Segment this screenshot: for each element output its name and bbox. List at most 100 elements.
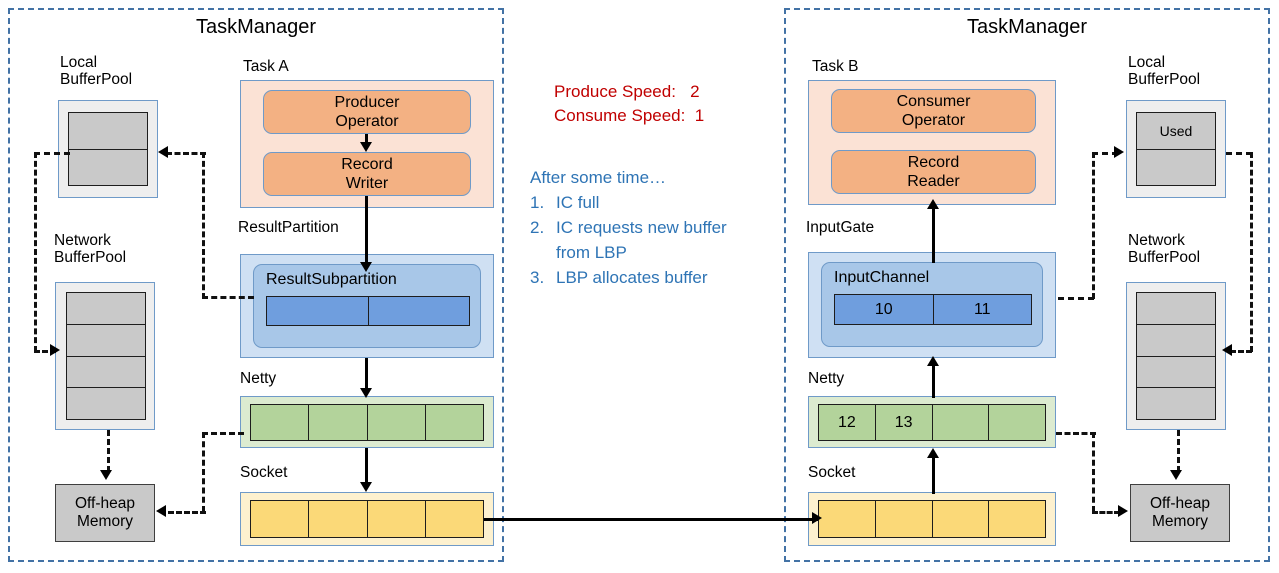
left-operator-to-writer-arrowhead — [360, 142, 372, 152]
note-item-text: IC requests new buffer from LBP — [556, 218, 727, 262]
right-lbp-to-nbp-riser — [1250, 152, 1253, 352]
right-input-channel-label: InputChannel — [834, 269, 930, 286]
right-ic-request-riser — [1092, 152, 1095, 299]
buffer-cell-used: Used — [1137, 113, 1215, 150]
right-inputchannel-to-reader-arrowhead — [927, 199, 939, 209]
network-transfer-arrowhead — [812, 512, 822, 524]
note-item: 3. LBP allocates buffer — [530, 265, 780, 290]
left-producer-operator-box: Producer Operator — [263, 90, 471, 134]
left-result-subpartition-label: ResultSubpartition — [266, 271, 397, 288]
left-result-subpartition-box: ResultSubpartition — [253, 264, 481, 348]
left-record-writer-box: Record Writer — [263, 152, 471, 196]
left-taskmanager-boundary: TaskManager — [8, 8, 504, 562]
buffer-cell — [67, 324, 145, 357]
right-lbp-request-arrowhead — [1114, 146, 1124, 158]
buffer-cell — [932, 405, 990, 440]
right-local-bufferpool-cells: Used — [1136, 112, 1216, 186]
right-network-bufferpool-cells — [1136, 292, 1216, 420]
buffer-cell — [367, 501, 426, 537]
left-result-partition-caption: ResultPartition — [238, 219, 339, 236]
right-off-heap-memory: Off-heap Memory — [1130, 484, 1230, 542]
left-netty-mem-bottom — [168, 511, 206, 514]
left-subpartition-to-netty-line — [365, 358, 368, 394]
right-ic-request-top — [1092, 152, 1118, 155]
left-operator-to-writer-line — [365, 134, 368, 143]
left-local-bufferpool-cells — [68, 112, 148, 186]
note-item: 1. IC full — [530, 190, 780, 215]
left-off-heap-memory: Off-heap Memory — [55, 484, 155, 542]
right-lbp-to-nbp-bottom — [1230, 350, 1252, 353]
buffer-cell — [1137, 149, 1215, 185]
left-lbp-allocate-arrowhead — [158, 146, 168, 158]
right-input-channel-cells: 10 11 — [834, 294, 1032, 325]
network-transfer-line — [484, 518, 818, 521]
speed-annotation: Produce Speed: 2 Consume Speed: 1 — [554, 82, 705, 125]
buffer-cell — [1137, 293, 1215, 325]
buffer-cell — [989, 501, 1045, 537]
buffer-cell — [309, 501, 368, 537]
right-ic-request-bottom — [1058, 297, 1094, 300]
left-network-bufferpool-label: Network BufferPool — [54, 232, 127, 266]
left-local-bufferpool-label: Local BufferPool — [60, 54, 133, 88]
buffer-cell — [309, 405, 368, 440]
buffer-cell — [67, 388, 145, 419]
buffer-cell — [367, 405, 426, 440]
left-lbp-to-nbp-riser — [34, 152, 37, 352]
left-task-caption: Task A — [243, 58, 289, 75]
left-netty-cells — [250, 404, 484, 441]
left-socket-cells — [250, 500, 484, 538]
buffer-cell — [67, 293, 145, 325]
right-netty-to-inputgate-arrowhead — [927, 356, 939, 366]
buffer-cell — [69, 113, 147, 150]
note-item-number: 2. — [530, 218, 545, 237]
buffer-cell: 13 — [875, 405, 933, 440]
right-offheap-arrowhead — [1118, 505, 1128, 517]
right-taskmanager-title: TaskManager — [966, 16, 1088, 38]
right-netty-mem-bottom — [1092, 511, 1120, 514]
buffer-cell — [989, 405, 1045, 440]
right-local-bufferpool-label: Local BufferPool — [1128, 54, 1201, 88]
note-item-number: 3. — [530, 268, 545, 287]
left-nbp-to-offheap-arrowhead — [100, 470, 112, 480]
left-netty-caption: Netty — [240, 370, 277, 387]
buffer-cell — [875, 501, 933, 537]
right-nbp-to-offheap-line — [1177, 430, 1180, 472]
right-netty-mem-line — [1056, 432, 1096, 435]
buffer-cell — [67, 356, 145, 389]
left-lbp-to-nbp-bottom — [34, 350, 56, 353]
left-writer-to-subpartition-line — [365, 196, 368, 266]
right-input-channel-box: InputChannel 10 11 — [821, 262, 1043, 347]
right-netty-mem-riser — [1092, 432, 1095, 512]
left-netty-mem-riser — [202, 432, 205, 512]
left-writer-to-subpartition-arrowhead — [360, 262, 372, 272]
left-socket-caption: Socket — [240, 464, 288, 481]
note-item-text: LBP allocates buffer — [556, 268, 708, 287]
left-network-bufferpool-cells — [66, 292, 146, 420]
buffer-cell — [251, 501, 310, 537]
left-result-subpartition-cells — [266, 296, 470, 326]
left-subpartition-to-netty-arrowhead — [360, 388, 372, 398]
right-netty-caption: Netty — [808, 370, 845, 387]
buffer-cell — [1137, 324, 1215, 357]
buffer-cell — [932, 501, 990, 537]
right-input-gate-caption: InputGate — [806, 219, 875, 236]
right-lbp-to-nbp-top — [1226, 152, 1252, 155]
right-netty-cells: 12 13 — [818, 404, 1046, 441]
note-block: After some time… 1. IC full 2. IC reques… — [530, 165, 780, 290]
left-subpartition-request-riser — [202, 152, 205, 299]
left-lbp-to-nbp-top — [34, 152, 70, 155]
buffer-cell — [368, 297, 469, 325]
right-network-bufferpool-label: Network BufferPool — [1128, 232, 1201, 266]
buffer-cell — [1137, 356, 1215, 389]
note-item: 2. IC requests new buffer from LBP — [530, 215, 780, 265]
buffer-cell: 11 — [933, 295, 1031, 324]
right-nbp-allocate-arrowhead — [1222, 344, 1232, 356]
right-socket-to-netty-line — [932, 456, 935, 494]
right-socket-cells — [818, 500, 1046, 538]
right-nbp-to-offheap-arrowhead — [1170, 470, 1182, 480]
left-offheap-arrowhead — [156, 505, 166, 517]
left-nbp-request-arrowhead — [50, 344, 60, 356]
buffer-cell — [251, 405, 310, 440]
right-socket-to-netty-arrowhead — [927, 448, 939, 458]
